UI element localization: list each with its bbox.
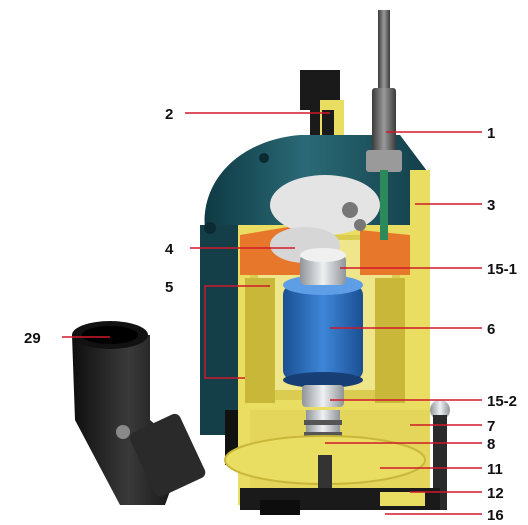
- label-11: 11: [487, 461, 503, 478]
- label-8: 8: [487, 436, 495, 453]
- label-2: 2: [165, 106, 173, 123]
- impeller: [224, 435, 426, 490]
- label-15-2: 15-2: [487, 393, 517, 410]
- side-bolt: [430, 400, 450, 510]
- label-1: 1: [487, 125, 495, 142]
- lower-bearing: [302, 385, 344, 407]
- leader-lines: [62, 112, 482, 515]
- label-15-1: 15-1: [487, 261, 517, 278]
- label-29: 29: [24, 330, 41, 347]
- label-16: 16: [487, 507, 504, 524]
- handle: [300, 70, 344, 140]
- label-12: 12: [487, 485, 504, 502]
- upper-bearing: [300, 248, 346, 285]
- label-4: 4: [165, 241, 174, 258]
- leader-5: [204, 285, 270, 379]
- pump-base: [240, 488, 440, 515]
- callout-labels: 1 2 3 4 15-1 5 6 29 15-2 7 8 11 12 16: [24, 106, 517, 524]
- discharge-elbow: [72, 321, 206, 505]
- cable-rod: [366, 10, 402, 240]
- label-7: 7: [487, 418, 495, 435]
- stator-windings: [245, 278, 405, 403]
- label-3: 3: [487, 197, 495, 214]
- label-6: 6: [487, 321, 495, 338]
- motor-rotor: [283, 275, 363, 388]
- label-5: 5: [165, 279, 173, 296]
